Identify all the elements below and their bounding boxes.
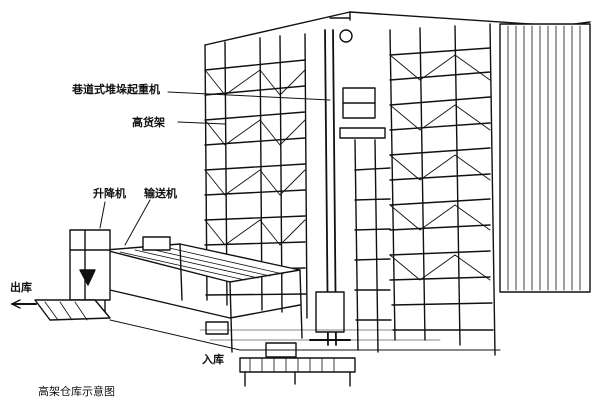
- label-elevator: 升降机: [93, 187, 126, 200]
- label-conveyor: 输送机: [144, 187, 177, 200]
- stacker-crane: [309, 17, 386, 346]
- rear-rack-right: [389, 23, 496, 356]
- leader-conveyor: [124, 199, 151, 246]
- aisle-rack-lower: [354, 139, 392, 353]
- inbound-conveyor: [239, 357, 356, 387]
- elevator-frame: [69, 229, 111, 301]
- leader-high-rack: [177, 121, 226, 125]
- conveyor-platform: [104, 236, 303, 358]
- cladding-wall: [499, 23, 591, 293]
- figure-caption: 高架仓库示意图: [38, 385, 115, 398]
- cladding-lines: [507, 25, 581, 291]
- front-rack-left: [204, 33, 308, 319]
- outbound-conveyor: [11, 299, 111, 321]
- label-high-rack: 高货架: [132, 116, 165, 129]
- ground-line: [109, 319, 501, 351]
- floor-grid: [199, 329, 441, 341]
- leader-stacker-crane: [167, 91, 331, 101]
- label-inbound: 入库: [202, 353, 224, 366]
- label-outbound: 出库: [10, 281, 32, 294]
- leader-elevator: [99, 201, 106, 229]
- label-stacker-crane: 巷道式堆垛起重机: [72, 83, 160, 96]
